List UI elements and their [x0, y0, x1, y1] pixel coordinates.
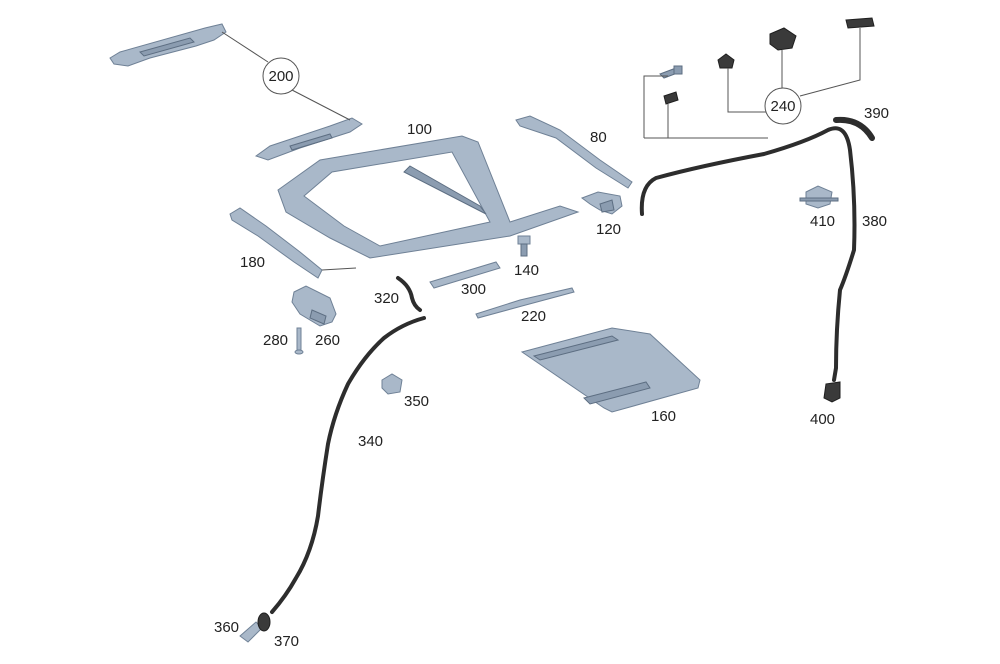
callout-circle-200 — [262, 57, 300, 95]
label-100: 100 — [407, 121, 432, 138]
part-240-clip-c — [717, 53, 735, 69]
label-320: 320 — [374, 290, 399, 307]
label-340: 340 — [358, 433, 383, 450]
part-140-bolt — [517, 235, 531, 257]
part-240-clip-e — [845, 17, 875, 29]
label-280: 280 — [263, 332, 288, 349]
part-260-motor — [291, 285, 337, 327]
part-340-hose — [270, 316, 426, 614]
label-260: 260 — [315, 332, 340, 349]
label-410: 410 — [810, 213, 835, 230]
label-80: 80 — [590, 129, 607, 146]
label-120: 120 — [596, 221, 621, 238]
part-390-hose — [833, 116, 875, 141]
part-160-panel — [520, 327, 701, 413]
label-380: 380 — [862, 213, 887, 230]
part-180-deflector — [229, 207, 357, 279]
label-220: 220 — [521, 308, 546, 325]
part-120-bracket — [580, 191, 623, 215]
label-370: 370 — [274, 633, 299, 650]
label-390: 390 — [864, 105, 889, 122]
part-350-clip — [381, 373, 403, 395]
callout-200: 200 — [268, 68, 293, 85]
part-280-pin — [294, 327, 304, 355]
leader-200-b — [291, 89, 351, 121]
part-80-rail — [515, 115, 633, 189]
part-200-upper-trim — [109, 23, 227, 67]
label-140: 140 — [514, 262, 539, 279]
part-200-lower-trim — [254, 117, 363, 161]
part-320-hose — [396, 276, 422, 312]
part-220-strip — [475, 287, 575, 319]
label-360: 360 — [214, 619, 239, 636]
part-240-clip-b — [663, 91, 679, 105]
leader-240 — [643, 28, 861, 139]
label-350: 350 — [404, 393, 429, 410]
label-400: 400 — [810, 411, 835, 428]
part-400-outlet — [823, 381, 841, 403]
leader-200-a — [221, 31, 269, 63]
part-380-hose — [639, 126, 857, 382]
part-410-clip — [799, 185, 839, 209]
part-370-grommet — [257, 612, 271, 632]
part-100-frame — [277, 135, 580, 259]
callout-240: 240 — [770, 98, 795, 115]
label-160: 160 — [651, 408, 676, 425]
label-300: 300 — [461, 281, 486, 298]
part-240-clip-d — [769, 27, 797, 51]
label-180: 180 — [240, 254, 265, 271]
callout-circle-240 — [764, 87, 802, 125]
part-300-strip — [429, 261, 501, 289]
